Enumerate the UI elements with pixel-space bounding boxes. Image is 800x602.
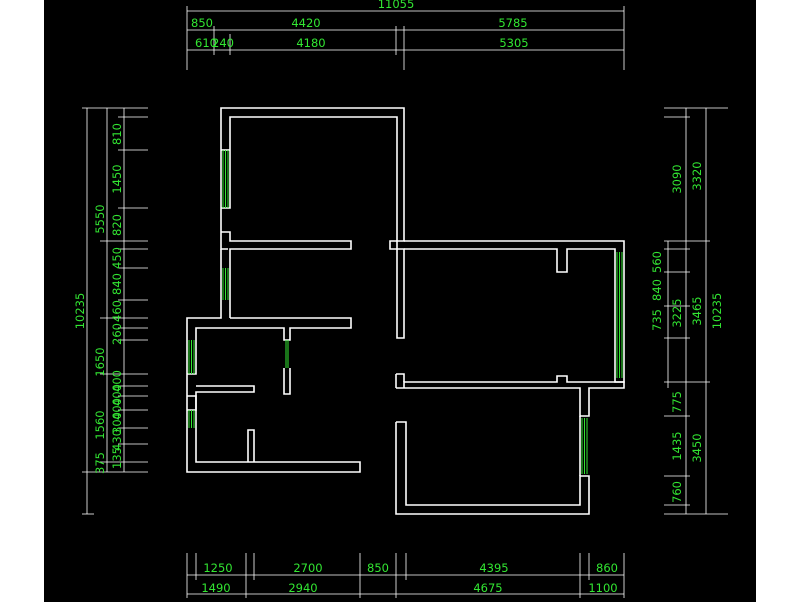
dim-right-inner-2: 840 xyxy=(650,279,664,301)
dim-bottom-row1-4: 860 xyxy=(596,561,618,575)
walls xyxy=(186,107,625,515)
wall-right-upper-block xyxy=(404,240,625,383)
window-left-lower-1 xyxy=(188,340,195,374)
dim-left-inner-6: 260 xyxy=(110,323,124,345)
dim-top-row1-0: 850 xyxy=(191,16,213,30)
dim-bottom-row2-3: 1100 xyxy=(588,581,617,595)
dim-top-row1-2: 5785 xyxy=(498,16,527,30)
dim-right-outer-1: 3465 xyxy=(690,296,704,325)
dim-left-inner-4: 840 xyxy=(110,273,124,295)
dim-bottom-row1-3: 4395 xyxy=(479,561,508,575)
wall-upper-corridor xyxy=(187,317,352,375)
windows xyxy=(188,150,623,474)
dim-bottom-row1-2: 850 xyxy=(367,561,389,575)
dim-right-inner-0: 3090 xyxy=(670,164,684,193)
drawing-background xyxy=(44,0,756,602)
dim-right-outer-2: 3450 xyxy=(690,433,704,462)
window-interior-stub xyxy=(285,340,289,368)
dim-top-row2-2: 4180 xyxy=(296,36,325,50)
dim-top-total: 11055 xyxy=(378,0,415,11)
dim-left-total: 10235 xyxy=(73,293,87,330)
dim-top-row2-1: 240 xyxy=(212,36,234,50)
dim-right-outer-0: 3320 xyxy=(690,161,704,190)
wall-right-middle-band xyxy=(396,375,625,417)
dim-left-inner-3: 450 xyxy=(110,247,124,269)
window-right-upper xyxy=(616,252,623,378)
dim-top-row2-0: 610 xyxy=(195,36,217,50)
dimension-labels: 11055 850 4420 5785 610 240 4180 5305 12… xyxy=(73,0,724,595)
dim-right-inner-3: 3225 xyxy=(670,298,684,327)
dim-left-inner-8: 400 xyxy=(110,384,124,406)
wall-stub-mid xyxy=(283,368,291,395)
dim-left-outer-1: 1650 xyxy=(93,347,107,376)
dim-left-inner-1: 1450 xyxy=(110,164,124,193)
wall-stub-bottom xyxy=(247,429,255,462)
dim-left-inner-7: 400 xyxy=(110,370,124,392)
dim-left-outer-2: 1560 xyxy=(93,410,107,439)
dim-left-inner-12: 135 xyxy=(110,447,124,469)
dim-left-inner-9: 400 xyxy=(110,398,124,420)
dim-bottom-row2-0: 1490 xyxy=(201,581,230,595)
dim-left-outer-0: 5550 xyxy=(93,204,107,233)
dim-bottom-row2-1: 2940 xyxy=(288,581,317,595)
wall-entry-step xyxy=(396,373,405,382)
dim-left-inner-5: 460 xyxy=(110,300,124,322)
wall-middle-band xyxy=(186,249,361,473)
dimension-lines xyxy=(82,6,728,598)
dim-left-inner-11: 430 xyxy=(110,429,124,451)
dim-left-inner-10: 300 xyxy=(110,412,124,434)
window-right-lower xyxy=(581,418,588,474)
dim-top-row2-3: 5305 xyxy=(499,36,528,50)
dim-bottom-row1-1: 2700 xyxy=(293,561,322,575)
window-left-middle xyxy=(222,268,229,300)
dim-right-inner-4: 735 xyxy=(650,309,664,331)
dim-top-row1-1: 4420 xyxy=(291,16,320,30)
wall-outline-top-left-room xyxy=(220,107,405,339)
dim-right-total: 10235 xyxy=(710,293,724,330)
dim-bottom-row2-2: 4675 xyxy=(473,581,502,595)
dim-bottom-row1-0: 1250 xyxy=(203,561,232,575)
dim-left-outer-3: 375 xyxy=(93,452,107,474)
dim-right-inner-5: 775 xyxy=(670,391,684,413)
dim-right-inner-7: 760 xyxy=(670,481,684,503)
window-left-lower-2 xyxy=(188,410,195,428)
window-left-upper xyxy=(222,150,229,208)
dim-left-inner-2: 820 xyxy=(110,214,124,236)
dim-right-inner-1: 560 xyxy=(650,251,664,273)
dim-left-inner-0: 810 xyxy=(110,123,124,145)
dim-right-inner-6: 1435 xyxy=(670,431,684,460)
